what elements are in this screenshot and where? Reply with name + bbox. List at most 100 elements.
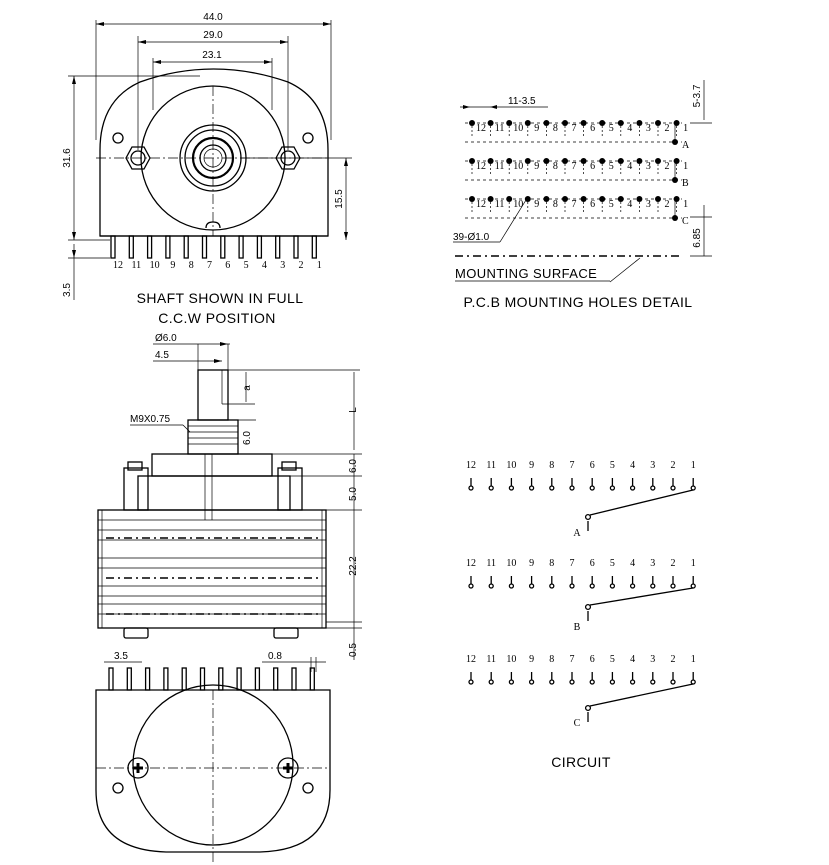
circuit-contact [650, 485, 656, 491]
right-mount-nut [275, 146, 301, 170]
bottom-pin [199, 667, 206, 691]
pcb-pin-number: 9 [534, 199, 539, 210]
pcb-hole [469, 158, 475, 164]
circuit-pin-number: 10 [506, 460, 516, 471]
front-pin-number: 1 [317, 260, 322, 271]
circuit-contact [670, 679, 676, 685]
pcb-hole [655, 158, 661, 164]
front-pin [165, 235, 171, 259]
circuit-contact [549, 485, 555, 491]
circuit-pin-number: 12 [466, 460, 476, 471]
circuit-wiper [589, 587, 694, 606]
circuit-pin-number: 12 [466, 654, 476, 665]
front-pin [201, 235, 208, 259]
circuit-contact [468, 485, 474, 491]
dim-top: 6.0 [348, 459, 359, 473]
pcb-hole [487, 120, 494, 126]
pcb-dim-row-gap: 5-3.7 [692, 84, 703, 107]
pcb-hole [599, 120, 606, 126]
pcb-pin-number: 6 [590, 199, 595, 210]
pcb-hole [524, 196, 531, 202]
pcb-hole [469, 196, 475, 202]
circuit-pin-number: 1 [691, 460, 696, 471]
bottom-pin [291, 667, 297, 691]
circuit-pin-number: 11 [486, 460, 496, 471]
front-caption-line2: C.C.W POSITION [158, 310, 276, 326]
pcb-hole [506, 120, 513, 126]
pcb-pin-number: 3 [646, 199, 651, 210]
pcb-hole [599, 158, 606, 164]
pcb-hole [469, 120, 475, 126]
pcb-hole [580, 158, 587, 164]
pcb-pin-number: 1 [683, 123, 688, 134]
bottom-pin [108, 667, 114, 691]
right-screw [277, 757, 299, 779]
dim-height: 31.6 [62, 148, 73, 168]
circuit-pin-number: 4 [630, 558, 635, 569]
pcb-pin-number: 12 [476, 199, 486, 210]
front-pin [311, 235, 317, 259]
circuit-pin-number: 2 [671, 654, 676, 665]
circuit-contact [589, 485, 595, 491]
pcb-hole [487, 158, 494, 164]
circuit-pin-number: 7 [570, 460, 575, 471]
bottom-body-outline [95, 689, 331, 853]
circuit-contact [508, 679, 515, 685]
front-pin-number: 9 [170, 260, 175, 271]
circuit-wiper-pivot [584, 603, 592, 611]
circuit-wiper-pivot [584, 704, 592, 712]
circuit-deck-label: B [574, 622, 581, 633]
pcb-hole [636, 158, 643, 164]
pcb-hole [506, 196, 513, 202]
circuit-pin-number: 1 [691, 558, 696, 569]
circuit-deck-label: A [573, 528, 581, 539]
circuit-deck-label: C [574, 718, 581, 729]
circuit-contact [690, 679, 696, 685]
pcb-hole [636, 196, 643, 202]
circuit-pin-number: 6 [590, 654, 595, 665]
circuit-pin-number: 5 [610, 654, 615, 665]
pcb-pin-number: 7 [572, 123, 577, 134]
pcb-pin-number: 10 [513, 161, 523, 172]
front-pin [110, 235, 116, 259]
circuit-pin-number: 10 [506, 654, 516, 665]
bottom-disc [132, 684, 294, 846]
pcb-hole [524, 158, 531, 164]
circuit-contact [609, 679, 616, 685]
circuit-contact [569, 485, 575, 491]
bottom-pin [273, 667, 279, 691]
dim-inner-width: 23.1 [202, 50, 222, 61]
circuit-pin-number: 5 [610, 460, 615, 471]
thread-bush [187, 419, 239, 455]
pcb-hole [617, 120, 624, 126]
dim-bush-len: 6.0 [242, 431, 253, 445]
pcb-dim-offset: 6.85 [692, 228, 703, 248]
bottom-pin [309, 667, 315, 691]
side-view: Ø6.0 4.5 a L M9X0.75 6.0 [97, 333, 362, 660]
shaft-side [197, 369, 229, 421]
circuit-contact [468, 679, 474, 685]
pcb-pin-number: 3 [646, 161, 651, 172]
circuit-pin-number: 9 [529, 558, 534, 569]
front-pin-number: 11 [131, 260, 141, 271]
circuit-contact [629, 485, 636, 491]
circuit-pin-number: 8 [549, 558, 554, 569]
pcb-pin-number: 10 [513, 199, 523, 210]
pcb-hole [599, 196, 606, 202]
circuit-pin-number: 11 [486, 558, 496, 569]
circuit-contact [690, 583, 696, 589]
circuit-pin-number: 5 [610, 558, 615, 569]
circuit-contact [670, 583, 676, 589]
pcb-pin-number: 2 [665, 123, 670, 134]
circuit-contact [629, 679, 636, 685]
pcb-pin-number: 9 [534, 161, 539, 172]
circuit-contact [488, 583, 494, 589]
front-pin [238, 235, 244, 259]
pcb-pin-number: 5 [609, 199, 614, 210]
dim-bottom: 0.5 [348, 643, 359, 657]
dim-mount-spacing: 29.0 [203, 30, 223, 41]
pcb-hole [655, 196, 661, 202]
pcb-hole [580, 196, 587, 202]
circuit-contact [609, 583, 616, 589]
